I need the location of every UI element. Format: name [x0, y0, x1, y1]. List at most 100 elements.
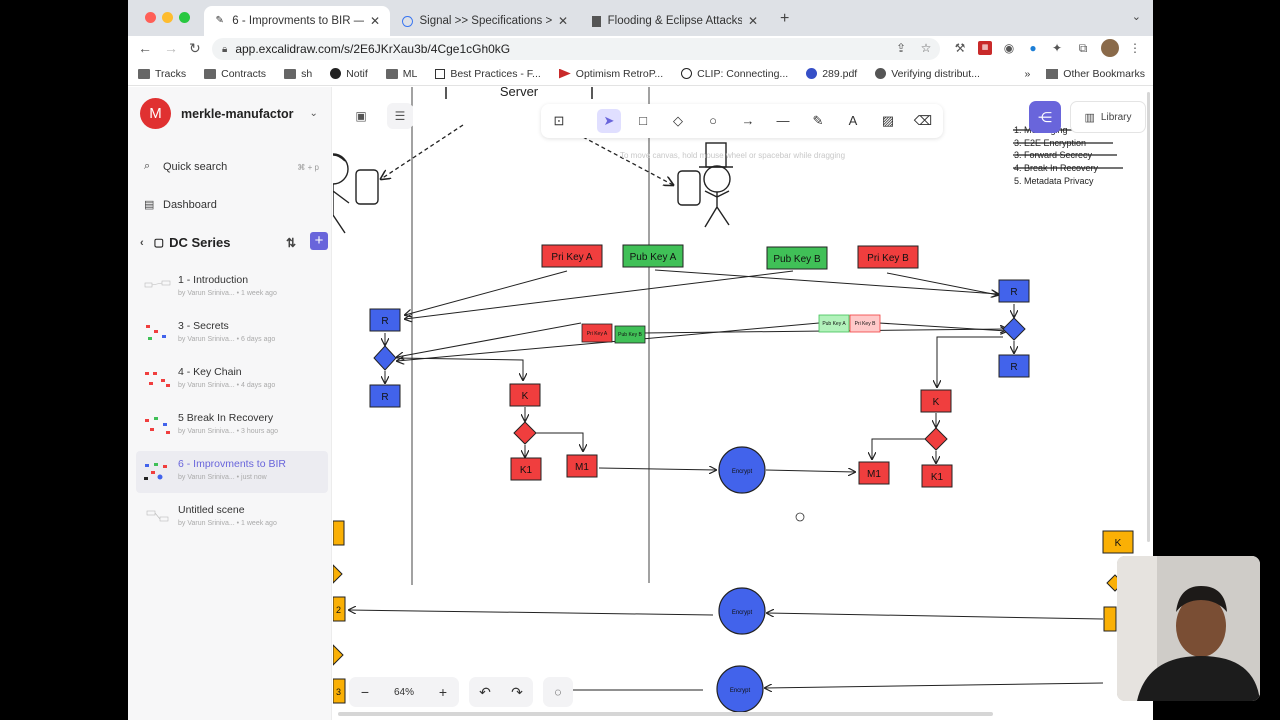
- dashboard-link[interactable]: ▤ Dashboard: [144, 198, 217, 212]
- image-tool-icon[interactable]: ▨: [881, 113, 895, 128]
- arrow[interactable]: [765, 470, 855, 472]
- arrow-tool-icon[interactable]: →: [741, 113, 755, 128]
- zoom-in-button[interactable]: +: [438, 684, 448, 700]
- quick-search-button[interactable]: ⌕ Quick search: [144, 160, 228, 173]
- arrow[interactable]: [598, 468, 716, 470]
- dashed-arrow[interactable]: [381, 124, 464, 179]
- tab-signal[interactable]: Signal >> Specifications >> Th ✕: [392, 6, 578, 36]
- yellow-key-k[interactable]: K: [1102, 530, 1134, 554]
- chain-key-k[interactable]: K: [509, 383, 541, 407]
- workspace-switcher[interactable]: M merkle-manufactor ⌄: [140, 98, 318, 129]
- message-key-m1[interactable]: M1: [858, 461, 890, 485]
- chain-key-k1[interactable]: K1: [921, 464, 953, 488]
- small-key-pub-b[interactable]: Pub Key B: [614, 325, 646, 344]
- scene-item[interactable]: 3 - Secrets by Varun Sriniva... • 6 days…: [136, 313, 328, 355]
- key-pri-b[interactable]: Pri Key B: [857, 245, 919, 269]
- ellipse-tool-icon[interactable]: ○: [709, 113, 717, 128]
- kdf-diamond[interactable]: [373, 345, 397, 371]
- tab-search-chevron-icon[interactable]: ⌄: [1131, 11, 1141, 23]
- tab-excalidraw[interactable]: ✎ 6 - Improvments to BIR — Exca ✕: [204, 6, 390, 36]
- zoom-out-button[interactable]: −: [360, 684, 370, 700]
- eraser-tool-icon[interactable]: ⌫: [913, 113, 933, 128]
- bookmark-ml[interactable]: ML: [385, 68, 417, 80]
- encrypt-circle[interactable]: Encrypt: [718, 446, 766, 494]
- close-tab-icon[interactable]: ✕: [557, 14, 568, 28]
- calendar-extension-icon[interactable]: ▦: [978, 41, 992, 55]
- ratchet-box-r[interactable]: R: [998, 279, 1030, 303]
- scene-item[interactable]: 5 Break In Recovery by Varun Sriniva... …: [136, 405, 328, 447]
- yellow-box-edge[interactable]: [333, 520, 345, 546]
- alice-phone[interactable]: [355, 169, 379, 205]
- extension-icon[interactable]: ◉: [1003, 41, 1015, 55]
- sort-icon[interactable]: ⇅: [286, 235, 297, 250]
- alice-figure[interactable]: [333, 153, 350, 235]
- address-bar[interactable]: 🔒︎ app.excalidraw.com/s/2E6JKrXau3b/4Cge…: [212, 38, 940, 60]
- profile-avatar[interactable]: [1101, 39, 1119, 57]
- close-tab-icon[interactable]: ✕: [369, 14, 380, 28]
- sidebar-toggle-icon[interactable]: ▣: [348, 103, 374, 129]
- ratchet-box-r[interactable]: R: [998, 354, 1030, 378]
- reload-icon[interactable]: ↻: [189, 40, 201, 56]
- drawing-canvas[interactable]: Server 1. M: [333, 87, 1153, 720]
- arrow[interactable]: [395, 357, 523, 380]
- browser-menu-icon[interactable]: ⋮: [1129, 41, 1141, 55]
- scene-item[interactable]: 4 - Key Chain by Varun Sriniva... • 4 da…: [136, 359, 328, 401]
- extension-icon[interactable]: ✦: [1051, 41, 1063, 55]
- back-icon[interactable]: ←: [138, 40, 152, 56]
- small-key-pri-b[interactable]: Pri Key B: [849, 314, 881, 333]
- extension-icon[interactable]: ●: [1029, 41, 1037, 55]
- vertical-scrollbar[interactable]: [1147, 92, 1150, 542]
- arrow[interactable]: [349, 610, 714, 616]
- arrow[interactable]: [872, 438, 925, 459]
- key-pub-a[interactable]: Pub Key A: [622, 244, 684, 268]
- bookmark-verifying[interactable]: Verifying distribut...: [875, 68, 980, 80]
- kdf-diamond[interactable]: [513, 421, 537, 445]
- extensions-puzzle-icon[interactable]: ⧉: [1078, 41, 1088, 55]
- bookmark-contracts[interactable]: Contracts: [204, 68, 266, 80]
- yellow-box-edge[interactable]: 3: [333, 678, 346, 704]
- bob-phone[interactable]: [677, 170, 701, 206]
- yellow-box[interactable]: [1103, 606, 1117, 632]
- bookmark-sh[interactable]: sh: [284, 68, 312, 80]
- yellow-diamond-edge[interactable]: [333, 564, 343, 584]
- close-window-icon[interactable]: [145, 12, 156, 23]
- scene-item-active[interactable]: 6 - Improvments to BIR by Varun Sriniva.…: [136, 451, 328, 493]
- small-key-pub-a[interactable]: Pub Key A: [818, 314, 850, 333]
- arrow[interactable]: [937, 336, 1003, 387]
- ratchet-box-r[interactable]: R: [369, 384, 401, 408]
- dashed-arrow[interactable]: [582, 136, 673, 185]
- rectangle-tool-icon[interactable]: □: [639, 113, 647, 128]
- kdf-diamond[interactable]: [1002, 317, 1026, 341]
- kdf-diamond[interactable]: [924, 427, 948, 451]
- yellow-box-edge[interactable]: 2: [333, 596, 346, 622]
- small-key-pri-a[interactable]: Pri Key A: [581, 323, 613, 343]
- redo-button[interactable]: ↷: [511, 683, 523, 700]
- bob-figure[interactable]: [699, 142, 733, 228]
- bookmark-clip[interactable]: CLIP: Connecting...: [681, 68, 788, 80]
- bookmark-289-pdf[interactable]: 289.pdf: [806, 68, 857, 80]
- extension-icon[interactable]: ⚒: [954, 41, 966, 55]
- bookmark-tracks[interactable]: Tracks: [138, 68, 186, 80]
- ratchet-box-r[interactable]: R: [369, 308, 401, 332]
- main-menu-icon[interactable]: ☰: [387, 103, 413, 129]
- forward-icon[interactable]: →: [164, 40, 178, 56]
- arrow[interactable]: [765, 682, 1104, 688]
- bookmark-notif[interactable]: Notif: [330, 68, 368, 80]
- undo-button[interactable]: ↶: [479, 683, 491, 700]
- chevron-left-icon[interactable]: ‹: [140, 236, 144, 249]
- arrow[interactable]: [536, 432, 583, 451]
- other-bookmarks-button[interactable]: Other Bookmarks: [1063, 68, 1145, 80]
- comment-button[interactable]: ◌: [543, 677, 573, 707]
- server-box[interactable]: [445, 87, 593, 99]
- selection-tool-icon[interactable]: ➤: [597, 109, 621, 133]
- minimize-window-icon[interactable]: [162, 12, 173, 23]
- more-bookmarks-button[interactable]: »: [1024, 68, 1031, 80]
- bookmark-star-icon[interactable]: ☆: [920, 41, 932, 55]
- line-tool-icon[interactable]: —: [776, 113, 790, 128]
- chain-key-k[interactable]: K: [920, 389, 952, 413]
- scene-item[interactable]: Untitled scene by Varun Sriniva... • 1 w…: [136, 497, 328, 539]
- text-tool-icon[interactable]: A: [848, 113, 858, 128]
- close-tab-icon[interactable]: ✕: [747, 14, 758, 28]
- share-page-icon[interactable]: ⇪: [895, 41, 907, 55]
- arrow[interactable]: [767, 613, 1104, 620]
